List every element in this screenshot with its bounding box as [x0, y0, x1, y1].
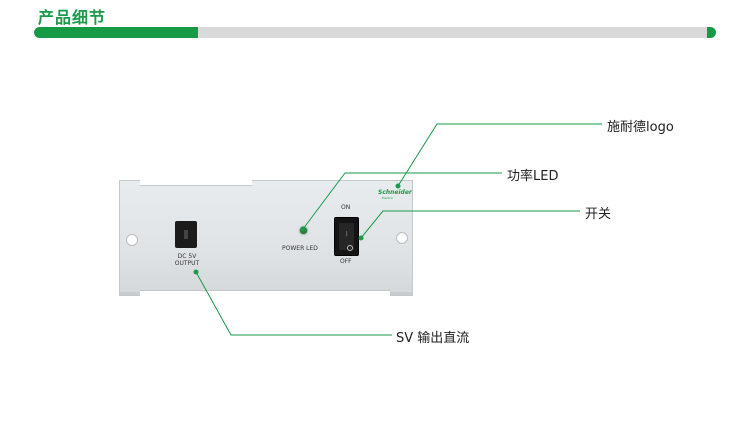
callout-logo: 施耐德logo — [607, 120, 674, 135]
switch-off-mark — [347, 245, 353, 251]
output-leader-dot — [193, 269, 199, 275]
callout-output: SV 输出直流 — [396, 331, 470, 346]
mounting-hole — [396, 232, 408, 244]
switch-on-mark: | — [346, 231, 348, 237]
callout-switch: 开关 — [585, 207, 612, 222]
progress-fill — [34, 27, 198, 38]
dc-output-label: DC 5V OUTPUT — [174, 253, 200, 267]
switch-leader-line — [360, 210, 580, 239]
switch-off-label: OFF — [340, 258, 352, 265]
progress-bar — [34, 27, 716, 38]
panel-notch — [140, 290, 390, 296]
logo-leader-dot — [395, 183, 401, 189]
section-title: 产品细节 — [38, 8, 107, 27]
led-leader-dot — [300, 226, 306, 232]
led-leader-line — [302, 172, 502, 230]
switch-rocker: | — [339, 223, 354, 251]
power-switch: | — [334, 217, 359, 256]
mounting-hole — [126, 234, 138, 246]
dc-output-jack — [175, 221, 197, 248]
output-leader-line — [195, 271, 392, 336]
brand-logo: Schneider — [378, 189, 412, 196]
brand-logo-sub: Electric — [382, 196, 394, 200]
progress-end-cap — [707, 27, 716, 38]
switch-leader-dot — [358, 235, 364, 241]
product-panel-photo: DC 5V OUTPUT POWER LED ON | OFF Schneide… — [119, 180, 413, 296]
callout-led: 功率LED — [507, 169, 559, 184]
power-led-label: POWER LED — [282, 245, 318, 252]
switch-on-label: ON — [341, 204, 351, 211]
panel-notch — [140, 180, 252, 186]
logo-leader-line — [397, 123, 602, 187]
